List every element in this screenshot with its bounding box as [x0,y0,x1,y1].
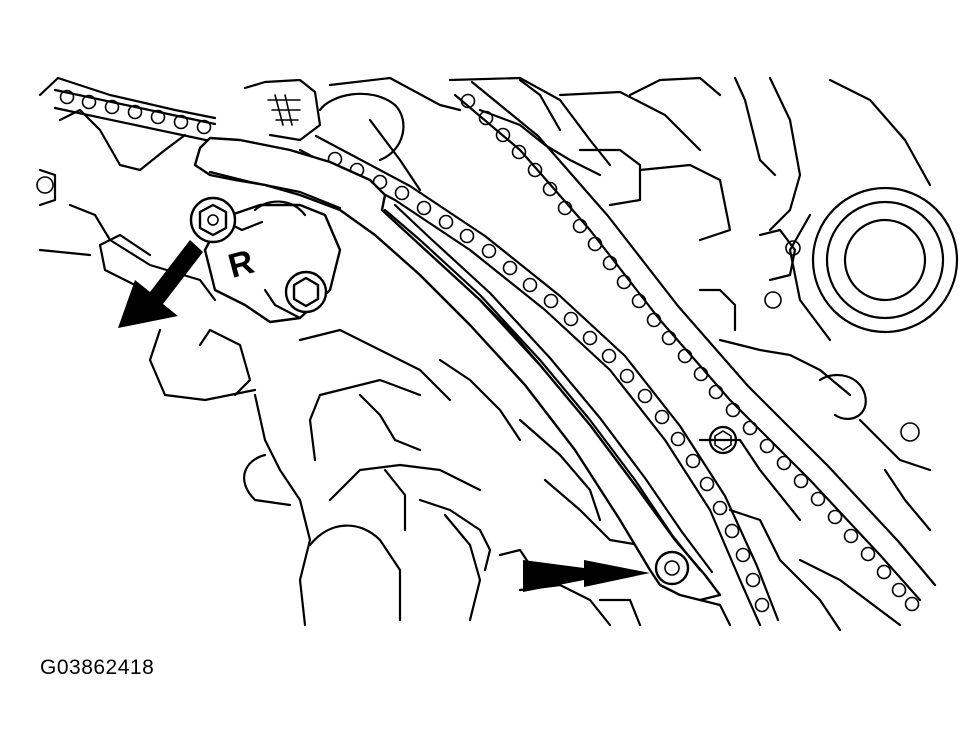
engine-block-outline [38,76,959,632]
middle-bolt [284,270,328,314]
timing-chain-upper [53,88,217,144]
lower-bolt [654,550,690,586]
fastener-holes [36,176,738,455]
arrow-upper-bolt [118,240,203,328]
upper-bolt [189,196,237,244]
timing-chain-right-strand [453,80,937,612]
arrow-lower-bolt [523,560,650,592]
figure-reference-code: G03862418 [40,656,155,679]
